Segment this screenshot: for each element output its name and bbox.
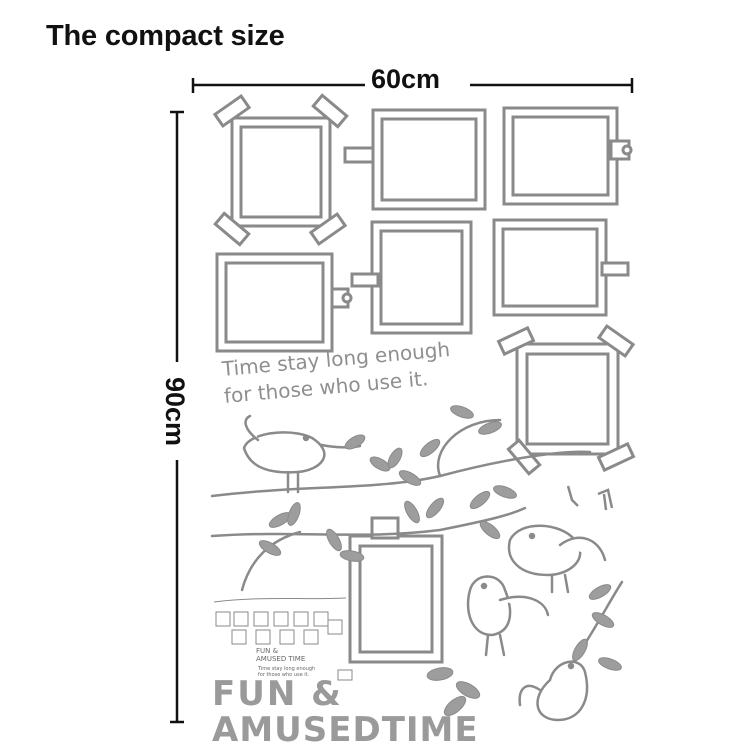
product-thumbnail bbox=[213, 597, 353, 681]
leaves bbox=[258, 405, 622, 717]
thumbnail-title-2: AMUSED TIME bbox=[256, 655, 306, 663]
bird-1 bbox=[242, 414, 326, 494]
photo-frame-4 bbox=[215, 252, 353, 353]
photo-frame-7 bbox=[496, 323, 636, 476]
photo-frame-8 bbox=[348, 516, 444, 664]
sticker-title-line-2: AMUSEDTIME bbox=[212, 710, 479, 750]
page-heading: The compact size bbox=[46, 20, 285, 52]
bird-2 bbox=[507, 524, 607, 594]
photo-frames bbox=[212, 93, 636, 664]
sticker-title-line-1: FUN & bbox=[212, 674, 343, 714]
bird-3 bbox=[466, 575, 550, 657]
height-dimension-line bbox=[170, 110, 184, 724]
bird-4 bbox=[518, 660, 589, 722]
photo-frame-3 bbox=[502, 106, 633, 206]
branches bbox=[210, 418, 624, 682]
photo-frame-6 bbox=[492, 218, 630, 317]
height-dimension-label: 90cm bbox=[159, 370, 191, 453]
photo-frame-2 bbox=[343, 108, 487, 211]
thumbnail-title-1: FUN & bbox=[256, 647, 279, 655]
photo-frame-1 bbox=[212, 93, 349, 247]
thumbnail-caption-1: Time stay long enough bbox=[258, 666, 316, 672]
thumbnail-caption-2: for those who use it. bbox=[258, 672, 310, 678]
birds bbox=[242, 414, 607, 722]
width-dimension-line bbox=[191, 78, 634, 93]
width-dimension-label: 60cm bbox=[365, 64, 447, 95]
music-notes bbox=[566, 485, 614, 511]
photo-frame-5 bbox=[350, 220, 473, 335]
